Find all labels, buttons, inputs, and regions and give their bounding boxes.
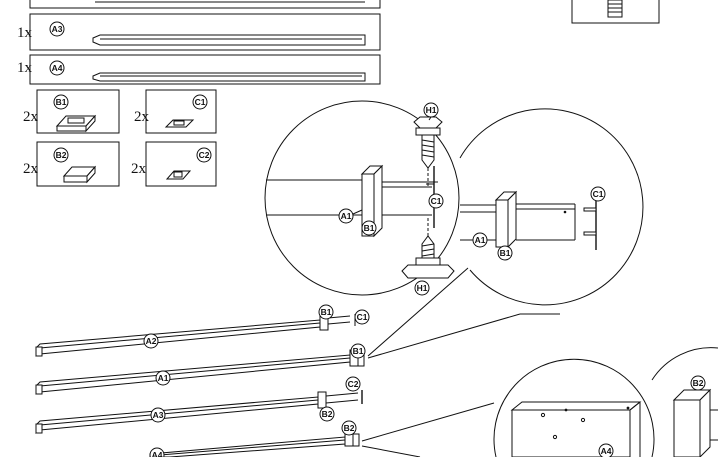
qty-c2: 2x (131, 161, 147, 177)
parts-row-a4: 1x A4 (17, 54, 381, 85)
zoom-right-label-a1: A1 (475, 235, 486, 245)
zoom-right-label-b1: B1 (500, 248, 511, 258)
screw-head-icon (413, 116, 443, 129)
rail-a2-c1-label: C1 (357, 312, 368, 322)
hardware-c2: 2x C2 (131, 141, 217, 187)
zoom-bottom-label-b2: B2 (693, 378, 704, 388)
rail-a2-label: A2 (146, 336, 157, 346)
rail-a3-c2-label: C2 (348, 379, 359, 389)
rail-a4-icon (92, 72, 366, 82)
callout-line-a (367, 267, 469, 357)
zoom-left-label-h1-top: H1 (426, 105, 437, 115)
hardware-c1: 2x C1 (134, 89, 217, 134)
qty-a4: 1x (17, 60, 33, 76)
qty-b1: 2x (23, 109, 39, 125)
qty-b2: 2x (23, 161, 39, 177)
zoom-right-label-c1: C1 (593, 189, 604, 199)
rail-a1-b1-label: B1 (353, 346, 364, 356)
zoom-left-label-c1: C1 (431, 196, 442, 206)
label-c2: C2 (199, 150, 210, 160)
label-a3: A3 (52, 24, 63, 34)
rail-a4-label: A4 (152, 450, 163, 457)
spring-box-partial (571, 0, 660, 24)
zoom-left-label-h1-bottom: H1 (417, 283, 428, 293)
rail-a3-b2-label: B2 (322, 409, 333, 419)
label-b1: B1 (56, 97, 67, 107)
callout-line-c (361, 402, 495, 442)
callout-line-b (367, 313, 521, 359)
screw-head-icon-lower (401, 264, 455, 279)
qty-a3: 1x (17, 25, 33, 41)
rail-a2-assembly: A2 B1 C1 (35, 304, 370, 357)
hardware-b1: 2x B1 (23, 89, 120, 134)
label-c1: C1 (195, 97, 206, 107)
rail-a2-b1-label: B1 (321, 307, 332, 317)
qty-c1: 2x (134, 109, 150, 125)
zoom-left-label-b1: B1 (364, 223, 375, 233)
label-b2: B2 (56, 150, 67, 160)
rail-a4-assembly: A4 B2 (149, 420, 360, 457)
rail-a3-label: A3 (153, 410, 164, 420)
rail-a3-icon (92, 34, 366, 46)
parts-row-a3: 1x A3 (17, 13, 381, 51)
zoom-detail-bottom: A4 B2 (493, 347, 718, 457)
parts-box-top-partial (29, 0, 381, 9)
zoom-bottom-label-a4: A4 (601, 446, 612, 456)
rail-a1-assembly: A1 B1 (35, 343, 366, 395)
rail-a1-label: A1 (158, 373, 169, 383)
zoom-detail-right: C1 A1 B1 (459, 108, 644, 306)
rail-a4-b2-label: B2 (344, 423, 355, 433)
hardware-b2: 2x B2 (23, 141, 120, 187)
label-a4: A4 (52, 63, 63, 73)
zoom-left-label-a1: A1 (341, 211, 352, 221)
rail-a3-assembly: A3 C2 B2 (35, 376, 363, 434)
zoom-detail-left: H1 C1 A1 B1 H1 (264, 100, 460, 296)
